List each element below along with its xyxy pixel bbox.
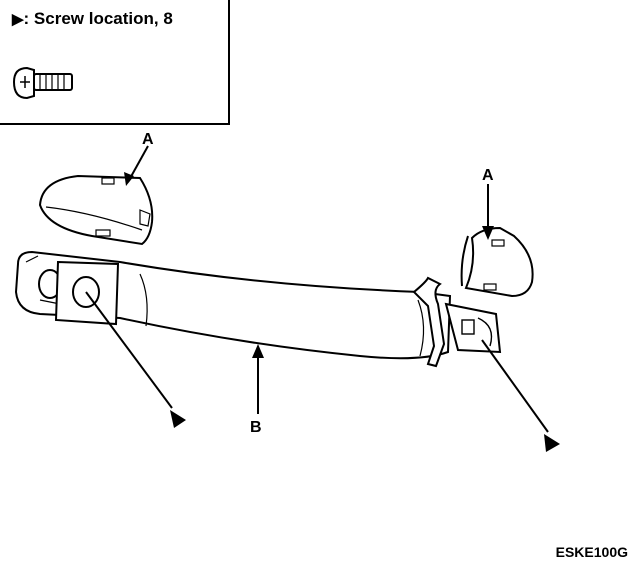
handle-right-clip xyxy=(412,276,502,368)
legend-box: ▶: Screw location, 8 xyxy=(0,0,230,125)
figure-code: ESKE100G xyxy=(555,544,628,560)
legend-label: : Screw location, 8 xyxy=(23,9,173,28)
cover-cap-right xyxy=(460,226,534,298)
legend-text: ▶: Screw location, 8 xyxy=(12,9,173,29)
screw-leader-right xyxy=(481,339,549,433)
arrow-b-icon xyxy=(252,344,264,358)
cover-cap-left xyxy=(38,174,154,246)
label-a-left: A xyxy=(142,131,154,148)
screw-leader-left xyxy=(85,291,173,409)
screw-marker-left-icon xyxy=(170,410,186,428)
arrow-a-right-icon xyxy=(482,226,494,240)
screw-marker-right-icon xyxy=(544,434,560,452)
screw-icon xyxy=(12,66,73,100)
arrow-a-left-icon xyxy=(124,172,134,186)
label-a-right: A xyxy=(482,167,494,184)
screw-location-marker-icon: ▶ xyxy=(12,11,24,28)
label-b: B xyxy=(250,419,262,436)
